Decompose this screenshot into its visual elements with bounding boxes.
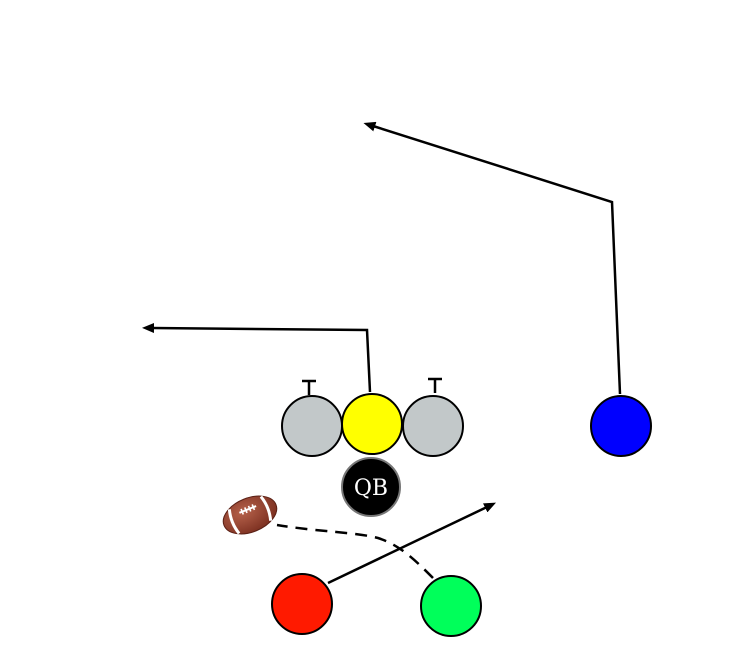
players	[271, 393, 652, 637]
player-center[interactable]	[341, 393, 403, 455]
quarterback-label: QB	[354, 476, 388, 501]
route-center-left-arrow	[142, 323, 372, 393]
route-green-back-dashed-ball-path	[276, 523, 434, 579]
routes	[142, 121, 622, 585]
player-left-guard[interactable]	[281, 395, 343, 457]
player-back-green[interactable]	[420, 575, 482, 637]
block-markers	[302, 377, 442, 395]
player-wide-receiver-blue[interactable]	[590, 395, 652, 457]
player-right-guard[interactable]	[402, 395, 464, 457]
player-quarterback[interactable]	[341, 457, 401, 517]
block-marker-left-guard	[302, 379, 316, 395]
block-marker-right-guard	[428, 377, 442, 393]
route-blue-receiver-post-arrow	[363, 121, 622, 395]
football-icon	[222, 495, 278, 535]
player-back-red[interactable]	[271, 573, 333, 635]
route-red-back-diagonal-arrow	[327, 502, 497, 585]
